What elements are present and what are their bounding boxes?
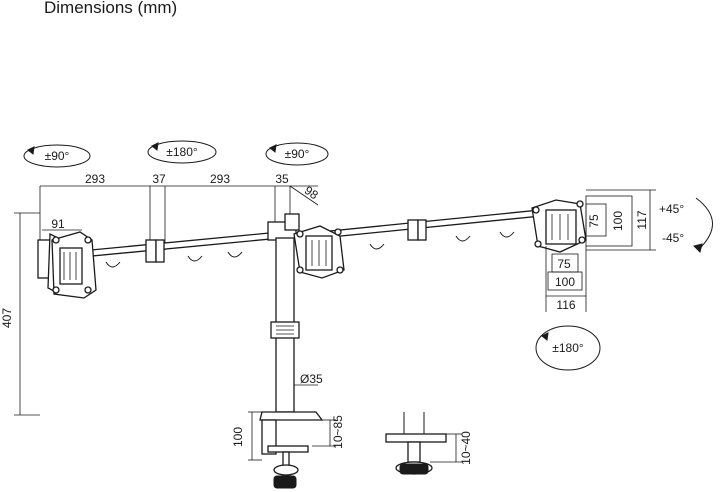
dim-gap-2: 35 (275, 172, 289, 186)
dim-plate-116: 116 (556, 298, 575, 312)
dim-left-plate: 91 (51, 217, 65, 231)
dim-clamp-range: 10~85 (331, 415, 345, 449)
dim-grommet-range: 10~40 (459, 431, 473, 465)
page-title: Dimensions (mm) (44, 0, 178, 17)
dim-vesa-100-h: 100 (555, 275, 575, 289)
height-dimension: 407 (0, 212, 40, 416)
dim-vesa-75-v: 75 (587, 214, 601, 228)
grommet-mount: 10~40 (385, 412, 473, 475)
dim-vesa-100-v: 100 (611, 211, 625, 231)
right-vesa-plate: 75 100 117 75 100 116 (531, 189, 656, 312)
dim-vesa-75-h: 75 (557, 257, 571, 271)
rotation-center-top: ±180° (147, 140, 217, 164)
dim-plate-117: 117 (635, 210, 649, 229)
rotation-left-tilt: ±90° (23, 144, 91, 168)
rotation-right-up-label: +45° (659, 202, 684, 216)
desk-clamp: 100 10~85 (231, 411, 345, 489)
dim-pole-diameter: Ø35 (300, 372, 323, 386)
rotation-middle-tilt: ±90° (265, 142, 329, 166)
dim-clamp-height: 100 (231, 427, 245, 447)
rotation-left-tilt-label: ±90° (45, 149, 70, 163)
dim-height: 407 (0, 308, 14, 328)
dim-arm-1: 293 (85, 172, 105, 186)
rotation-right-down-label: -45° (662, 231, 684, 245)
dim-arm-2: 293 (210, 172, 230, 186)
rotation-middle-tilt-label: ±90° (285, 147, 310, 161)
rotation-right-bottom: ±180° (535, 325, 601, 371)
rotation-center-top-label: ±180° (166, 145, 198, 159)
rotation-right-bottom-label: ±180° (552, 341, 584, 355)
dim-gap-1: 37 (152, 172, 166, 186)
mount-pole: Ø35 (270, 237, 323, 413)
rotation-right-tilt: +45° -45° (659, 197, 713, 253)
left-vesa-plate: 91 (37, 217, 97, 299)
middle-vesa-plate (293, 225, 345, 279)
